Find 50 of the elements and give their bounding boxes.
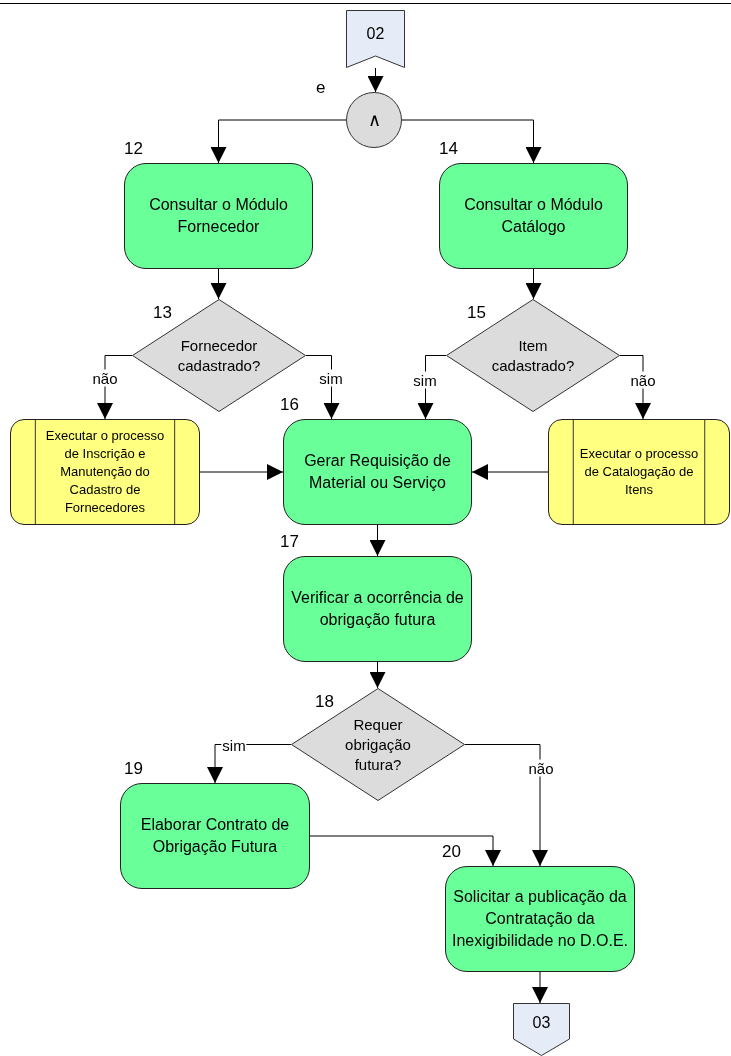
and-symbol: ∧ — [367, 109, 381, 131]
step-number: 19 — [124, 759, 143, 779]
process-box — [120, 783, 310, 889]
step-number: 18 — [315, 692, 334, 712]
step-number: 20 — [442, 842, 461, 862]
node-label: 02 — [366, 25, 385, 43]
process-box — [124, 163, 313, 269]
step-number: 13 — [153, 303, 172, 323]
edge-label: não — [527, 759, 555, 777]
node-label: Elaborar Contrato de Obrigação Futura — [139, 815, 291, 857]
and-gateway-circle — [346, 92, 402, 148]
step-number: 17 — [280, 532, 299, 552]
arrow — [199, 464, 284, 480]
node-label: Solicitar a publicação da Contratação da Inexigibilidade no D.O.E. — [450, 887, 630, 951]
process-box — [283, 419, 472, 525]
subprocess-box — [548, 419, 730, 525]
node-label: Fornecedor cadastrado? — [176, 335, 262, 376]
node-label: Consultar o Módulo Fornecedor — [148, 195, 289, 237]
node-label: Executar o processo de Inscrição e Manutenção do Cadastro de Fornecedores — [44, 427, 166, 517]
arrow — [369, 661, 386, 689]
node-label: 03 — [532, 1013, 551, 1032]
node-label: Executar o processo de Catalogação de Itens — [578, 445, 700, 499]
process-box — [439, 163, 628, 269]
arrow — [401, 119, 542, 164]
edge-label: não — [629, 371, 657, 389]
arrow — [210, 268, 227, 300]
arrow — [471, 464, 549, 480]
arrow — [210, 119, 347, 164]
node-label: Gerar Requisição de Material ou Serviço — [303, 451, 452, 493]
arrow — [309, 835, 501, 867]
node-label: Consultar o Módulo Catálogo — [463, 195, 604, 237]
node-label: Item cadastrado? — [490, 335, 576, 376]
step-number: 16 — [280, 395, 299, 415]
edge-label: sim — [412, 371, 438, 389]
arrow — [367, 67, 384, 93]
edge-label: não — [91, 369, 119, 387]
node-label: Verificar a ocorrência de obrigação futura — [290, 588, 465, 630]
process-box — [445, 866, 635, 972]
step-number: 14 — [439, 139, 458, 159]
arrow — [532, 971, 548, 1004]
arrow — [525, 268, 542, 300]
step-number: 12 — [124, 139, 143, 159]
arrow — [369, 524, 386, 557]
step-number: e — [316, 78, 326, 98]
process-box — [283, 556, 472, 662]
arrow — [464, 744, 548, 867]
subprocess-box — [10, 419, 200, 525]
step-number: 15 — [467, 303, 486, 323]
edge-label: sim — [318, 369, 344, 387]
node-label: Requer obrigação futura? — [344, 714, 412, 775]
